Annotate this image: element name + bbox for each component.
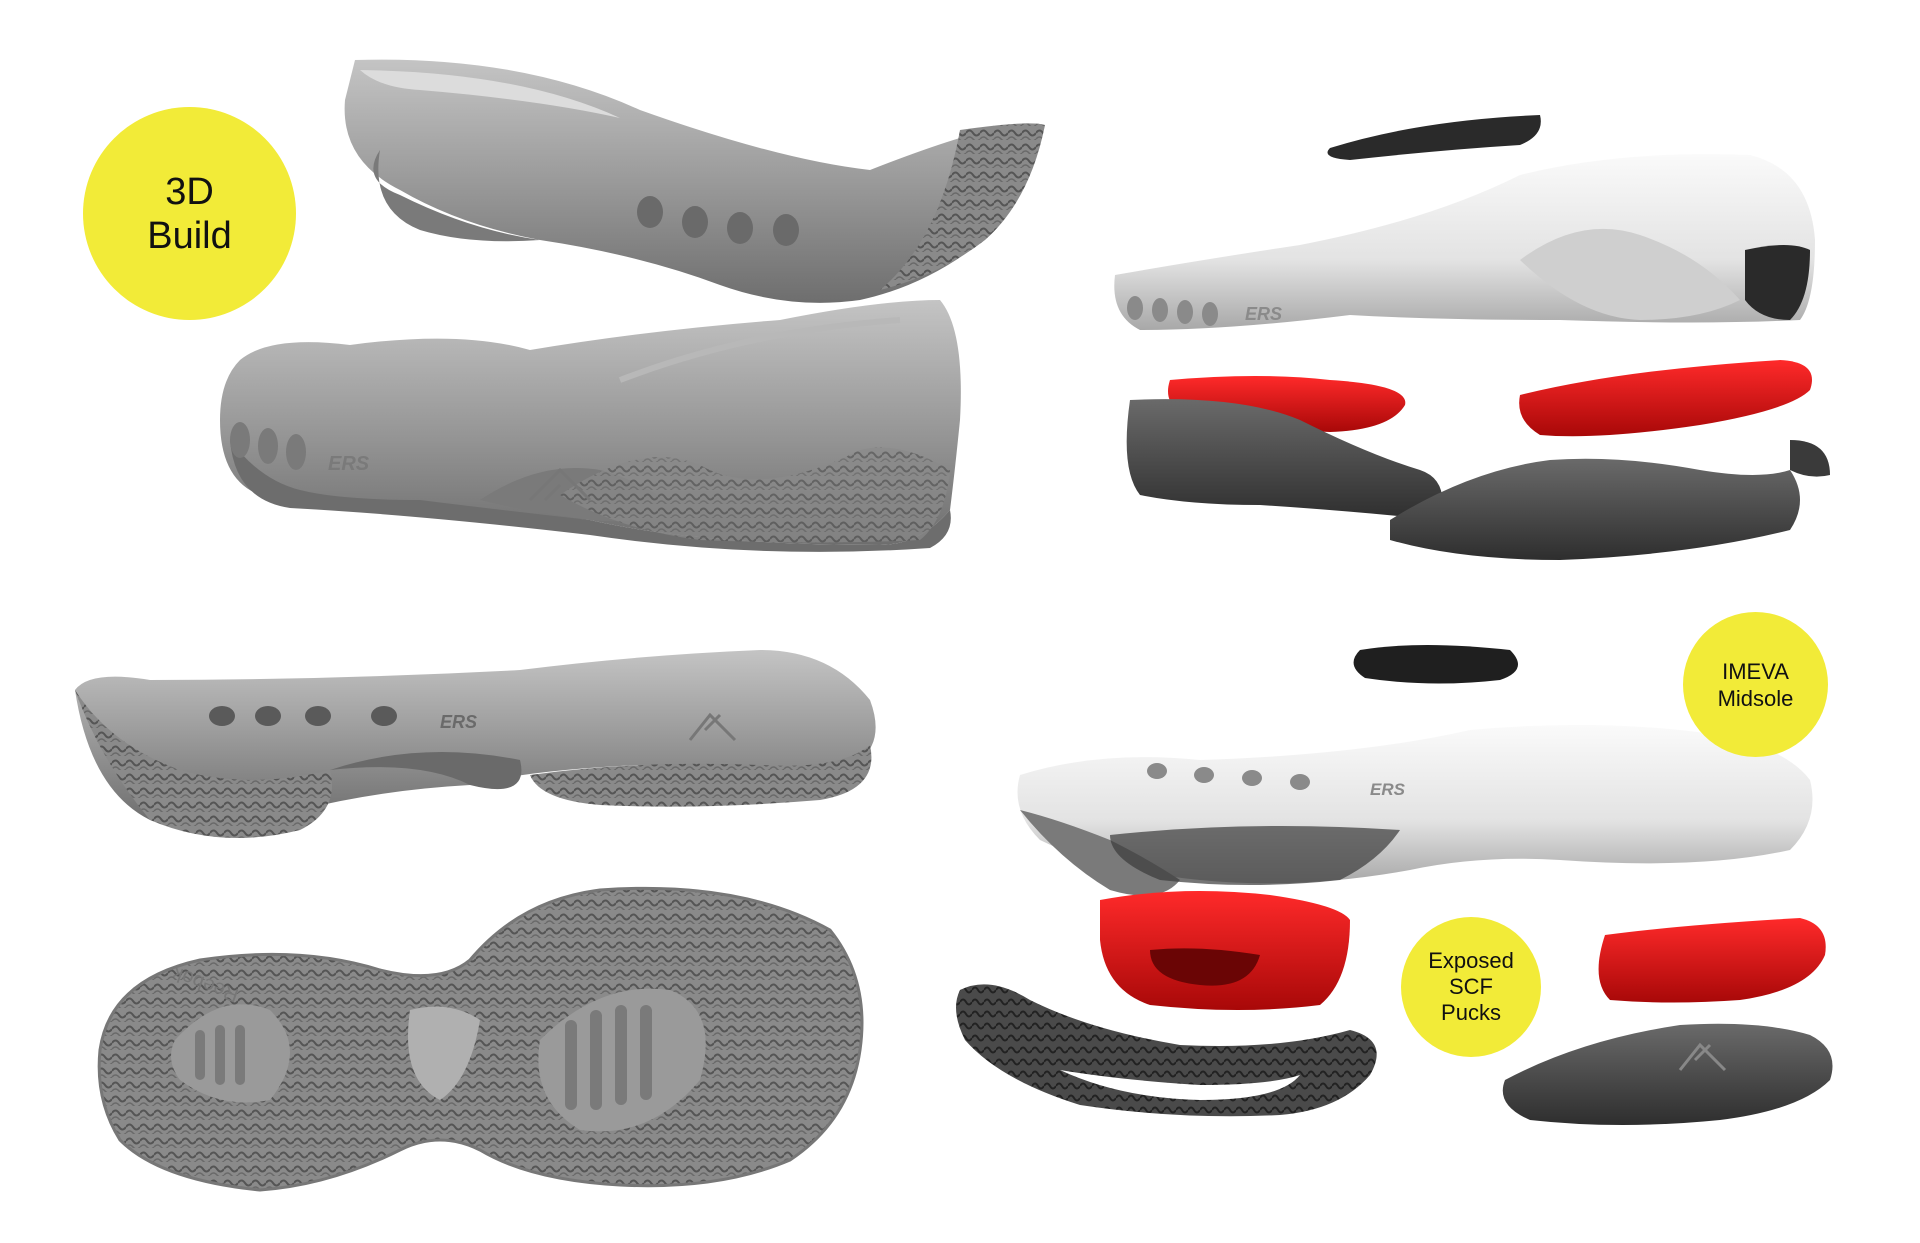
imeva-midsole-callout: IMEVA Midsole: [1683, 612, 1828, 757]
grey-midsole-side-view: ERS: [220, 300, 961, 552]
heel-insert-bottom: [1353, 645, 1518, 684]
scf-pucks-callout: Exposed SCF Pucks: [1401, 917, 1541, 1057]
grey-midsole-lateral-view: ERS: [75, 650, 876, 838]
ers-mark: ERS: [328, 453, 370, 475]
white-midsole-assembled: ERS: [1017, 645, 1813, 896]
outsole-exploded-top: [1126, 399, 1830, 560]
grey-midsole-top-view: [344, 59, 1046, 303]
scf-pucks-exploded-bottom: [1100, 891, 1826, 1010]
build-callout: 3D Build: [83, 107, 296, 320]
ers-mark: ERS: [1245, 304, 1282, 324]
ers-mark: ERS: [440, 712, 477, 732]
heel-insert-top: [1327, 115, 1541, 160]
ers-mark: ERS: [1370, 780, 1406, 799]
outsole-bottom-view: Reebok: [97, 886, 864, 1192]
white-midsole-exploded-top: ERS: [1114, 115, 1815, 330]
outsole-exploded-bottom: [956, 984, 1833, 1125]
